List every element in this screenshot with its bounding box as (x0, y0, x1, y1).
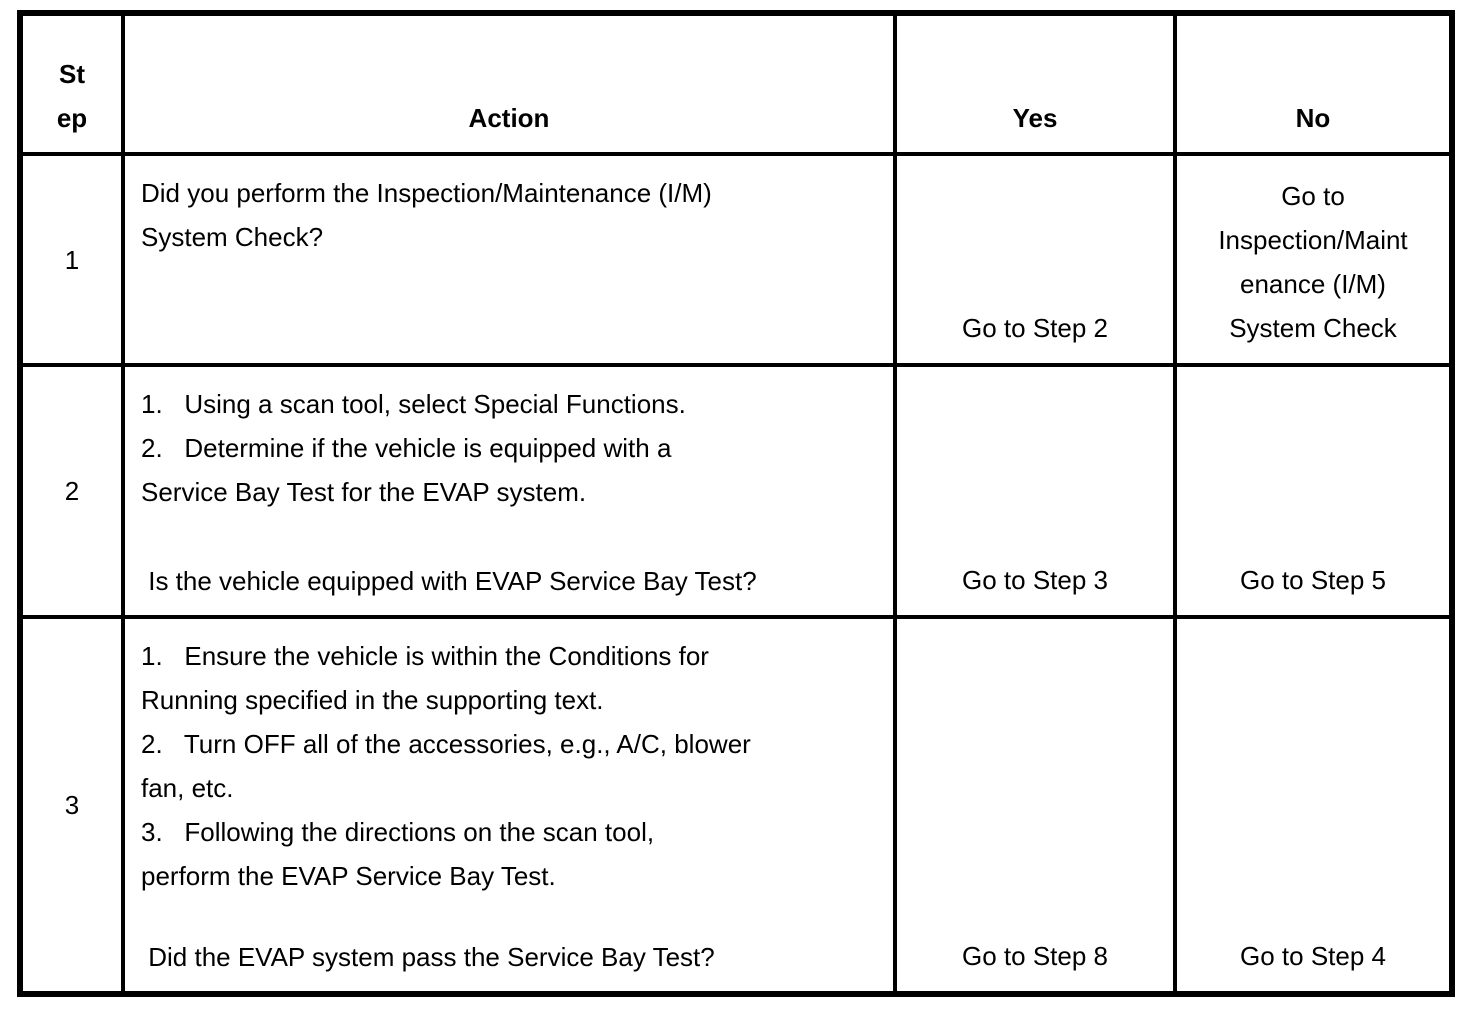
row3-yes-text: Go to Step 8 (962, 941, 1108, 971)
row2-action-text: 1. Using a scan tool, select Special Fun… (141, 389, 686, 507)
row3-step-cell: 3 (23, 619, 121, 991)
row1-yes-cell: Go to Step 2 (897, 156, 1173, 363)
row2-step-cell: 2 (23, 367, 121, 615)
row2-step-number: 2 (64, 476, 80, 506)
row3-step-number: 3 (64, 790, 80, 820)
header-yes-label: Yes (1012, 103, 1058, 133)
row1-action-text: Did you perform the Inspection/Maintenan… (141, 178, 712, 252)
row1-no-text: Go to Inspection/Maint enance (I/M) Syst… (1218, 181, 1408, 343)
row3-no-text: Go to Step 4 (1240, 941, 1386, 971)
row2-action-cell: 1. Using a scan tool, select Special Fun… (125, 367, 893, 615)
row2-action-question: Is the vehicle equipped with EVAP Servic… (141, 566, 757, 596)
row1-action-cell: Did you perform the Inspection/Maintenan… (125, 156, 893, 363)
diagnostic-step-table: St ep Action Yes No 1 Did you perform th… (17, 10, 1455, 997)
header-action: Action (125, 16, 893, 152)
row1-step-cell: 1 (23, 156, 121, 363)
row2-no-text: Go to Step 5 (1240, 565, 1386, 595)
row3-action-text: 1. Ensure the vehicle is within the Cond… (141, 641, 751, 891)
row1-step-number: 1 (64, 244, 80, 275)
row3-action-question: Did the EVAP system pass the Service Bay… (141, 942, 715, 972)
row2-no-cell: Go to Step 5 (1177, 367, 1449, 615)
header-no-label: No (1295, 103, 1331, 133)
row3-yes-cell: Go to Step 8 (897, 619, 1173, 991)
header-no: No (1177, 16, 1449, 152)
header-yes: Yes (897, 16, 1173, 152)
header-step: St ep (23, 16, 121, 152)
row2-yes-cell: Go to Step 3 (897, 367, 1173, 615)
row2-yes-text: Go to Step 3 (962, 565, 1108, 595)
row1-no-cell: Go to Inspection/Maint enance (I/M) Syst… (1177, 156, 1449, 363)
row1-yes-text: Go to Step 2 (962, 313, 1108, 343)
header-step-label: St ep (56, 59, 88, 133)
row3-no-cell: Go to Step 4 (1177, 619, 1449, 991)
header-action-label: Action (468, 103, 550, 133)
row3-action-cell: 1. Ensure the vehicle is within the Cond… (125, 619, 893, 991)
